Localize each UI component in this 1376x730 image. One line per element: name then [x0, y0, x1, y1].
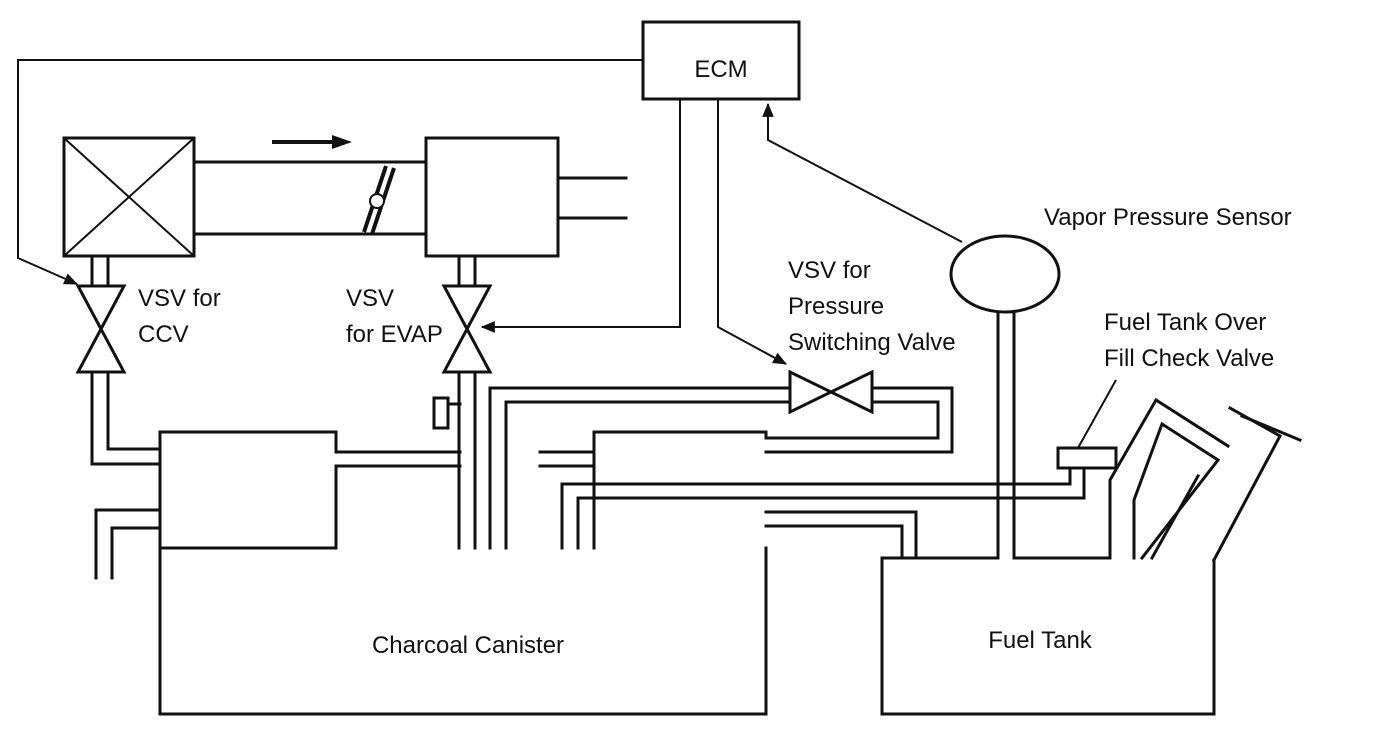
vsv-evap-valve-icon — [441, 284, 493, 374]
ecm-to-evap-signal-line — [480, 99, 681, 333]
canister-inner-chamber — [592, 430, 768, 550]
ecm-box: ECM — [641, 20, 801, 101]
vsv-evap-label-line1: VSV — [346, 285, 394, 312]
ecm-to-ccv-signal-line — [17, 59, 643, 285]
vsv-ccv-valve-icon — [75, 284, 127, 374]
intake-manifold — [424, 136, 560, 258]
vsv-psv-label-line1: VSV for — [788, 257, 871, 284]
sensor-to-ecm-signal-line — [762, 102, 963, 243]
vsv-evap-label-line2: for EVAP — [346, 321, 443, 348]
vapor-pressure-sensor-label: Vapor Pressure Sensor — [1044, 204, 1292, 231]
ecm-to-psv-signal-line — [717, 99, 788, 365]
fill-check-label-line2: Fill Check Valve — [1104, 345, 1274, 372]
vsv-psv-valve-icon — [788, 369, 874, 415]
vsv-ccv-label-line2: CCV — [138, 321, 189, 348]
air-cleaner-icon — [62, 136, 196, 258]
charcoal-canister-label: Charcoal Canister — [372, 632, 564, 659]
vsv-ccv-label-line1: VSV for — [138, 285, 221, 312]
vapor-pressure-sensor-icon — [949, 234, 1061, 560]
throttle-valve-icon — [362, 165, 396, 235]
ecm-label: ECM — [694, 56, 747, 83]
fill-check-leader-line — [1077, 379, 1117, 449]
fill-check-label-line1: Fuel Tank Over — [1104, 309, 1266, 336]
airflow-arrow-icon — [272, 135, 352, 149]
vsv-psv-label-line2: Pressure — [788, 293, 884, 320]
canister-upper-chamber — [158, 430, 338, 550]
fuel-tank-label: Fuel Tank — [988, 627, 1093, 654]
evap-test-port-icon — [432, 396, 450, 430]
fuel-tank: Fuel Tank — [880, 556, 1216, 716]
charcoal-canister: Charcoal Canister — [158, 546, 768, 716]
filler-neck-icon — [1108, 397, 1302, 563]
fill-check-valve-icon — [1056, 446, 1118, 470]
vsv-psv-label-line3: Switching Valve — [788, 329, 956, 356]
